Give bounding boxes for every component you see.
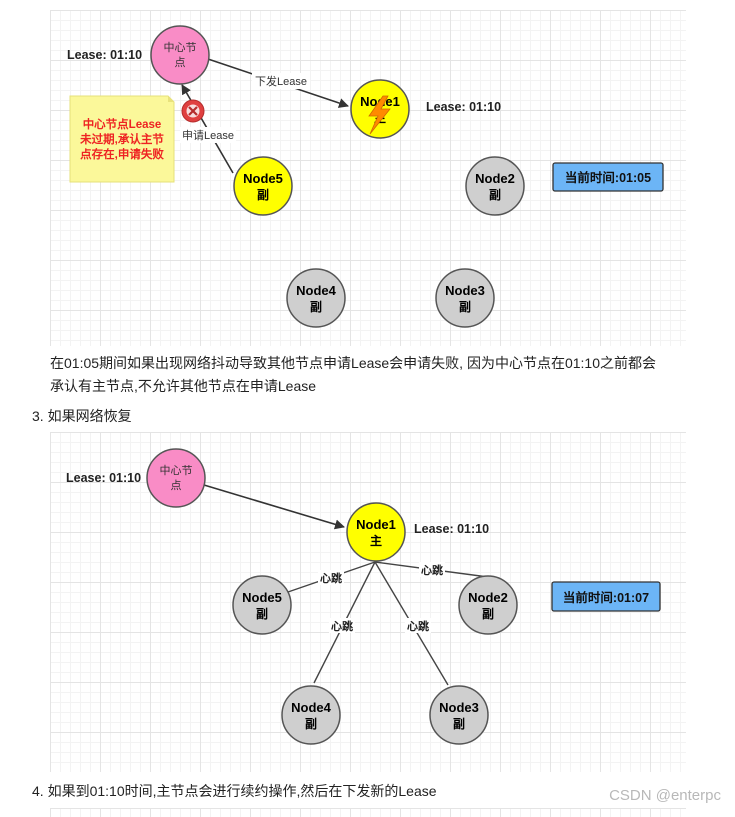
center-node-2: 中心节 点 bbox=[146, 448, 206, 508]
issue-lease-label: 下发Lease bbox=[255, 74, 307, 88]
node5-2-sub: 副 bbox=[256, 606, 268, 621]
apply-lease-label-bg bbox=[180, 127, 236, 143]
heartbeat-label-node4: 心跳 bbox=[331, 619, 353, 633]
diagram-1-canvas: 下发Lease 申请Lease 中心节点Lease 未过期,承认主节 点存在,申… bbox=[50, 10, 686, 346]
diagram-2-svg: 心跳 心跳 心跳 心跳 中心节 点 Lease: 01:10 Node1 主 L… bbox=[66, 448, 661, 745]
primary-node-2: Node1 主 bbox=[346, 502, 406, 562]
node5-sub: 副 bbox=[257, 187, 269, 202]
note-line-1: 中心节点Lease bbox=[83, 117, 162, 131]
node3-title: Node3 bbox=[445, 283, 485, 298]
primary-node: Node1 主 bbox=[350, 79, 410, 139]
current-time-label-2: 当前时间:01:07 bbox=[563, 590, 649, 605]
node2: Node2 副 bbox=[465, 156, 525, 216]
node4-2: Node4 副 bbox=[281, 685, 341, 745]
node4-title: Node4 bbox=[296, 283, 337, 298]
explanation-line-1: 在01:05期间如果出现网络抖动导致其他节点申请Lease会申请失败, 因为中心… bbox=[50, 355, 656, 371]
failure-note: 中心节点Lease 未过期,承认主节 点存在,申请失败 bbox=[69, 95, 175, 183]
node4: Node4 副 bbox=[286, 268, 346, 328]
node4-2-title: Node4 bbox=[291, 700, 332, 715]
deny-icon bbox=[181, 99, 205, 123]
center-node-line-2: 点 bbox=[175, 56, 186, 69]
node3-sub: 副 bbox=[459, 299, 471, 314]
node3: Node3 副 bbox=[435, 268, 495, 328]
current-time-box: 当前时间:01:05 bbox=[552, 162, 664, 192]
heartbeat-label-node5: 心跳 bbox=[320, 571, 342, 585]
apply-lease-label: 申请Lease bbox=[182, 129, 234, 142]
diagram-1-svg: 下发Lease 申请Lease 中心节点Lease 未过期,承认主节 点存在,申… bbox=[67, 25, 664, 328]
node5-2: Node5 副 bbox=[232, 575, 292, 635]
primary-lease-label: Lease: 01:10 bbox=[426, 100, 501, 114]
node3-2: Node3 副 bbox=[429, 685, 489, 745]
center-lease-label-2: Lease: 01:10 bbox=[66, 471, 141, 485]
node2-title: Node2 bbox=[475, 171, 515, 186]
diagram-2-canvas: 心跳 心跳 心跳 心跳 中心节 点 Lease: 01:10 Node1 主 L… bbox=[50, 432, 686, 772]
center-node: 中心节 点 bbox=[150, 25, 210, 85]
heartbeat-label-bg-2 bbox=[419, 562, 445, 577]
node2-2-sub: 副 bbox=[482, 606, 494, 621]
current-time-label: 当前时间:01:05 bbox=[565, 170, 651, 185]
node5-2-title: Node5 bbox=[242, 590, 282, 605]
node4-2-sub: 副 bbox=[305, 716, 317, 731]
lightning-icon bbox=[368, 95, 391, 135]
node2-2: Node2 副 bbox=[458, 575, 518, 635]
note-line-2: 未过期,承认主节 bbox=[79, 132, 164, 146]
primary-node-2-sub: 主 bbox=[370, 533, 382, 548]
node2-sub: 副 bbox=[489, 187, 501, 202]
primary-lease-label-2: Lease: 01:10 bbox=[414, 522, 489, 536]
explanation-paragraph: 在01:05期间如果出现网络抖动导致其他节点申请Lease会申请失败, 因为中心… bbox=[50, 352, 700, 398]
center-lease-label: Lease: 01:10 bbox=[67, 48, 142, 62]
diagram-3-canvas-top bbox=[50, 808, 686, 817]
node2-2-title: Node2 bbox=[468, 590, 508, 605]
center-node-2-line-1: 中心节 bbox=[160, 464, 193, 477]
node5: Node5 副 bbox=[233, 156, 293, 216]
explanation-line-2: 承认有主节点,不允许其他节点在申请Lease bbox=[50, 378, 317, 394]
issue-lease-label-bg bbox=[252, 73, 310, 89]
primary-node-2-title: Node1 bbox=[356, 517, 396, 532]
node4-sub: 副 bbox=[310, 299, 322, 314]
issue-lease-edge-2 bbox=[203, 484, 345, 530]
node5-title: Node5 bbox=[243, 171, 283, 186]
step-4-heading: 4. 如果到01:10时间,主节点会进行续约操作,然后在下发新的Lease bbox=[32, 783, 437, 799]
heartbeat-label-node3: 心跳 bbox=[407, 619, 429, 633]
node3-2-title: Node3 bbox=[439, 700, 479, 715]
heartbeat-label-node2: 心跳 bbox=[421, 563, 443, 577]
center-node-2-line-2: 点 bbox=[171, 479, 182, 492]
heartbeat-label-bg-4 bbox=[405, 618, 431, 633]
heartbeat-label-bg-3 bbox=[329, 618, 355, 633]
node3-2-sub: 副 bbox=[453, 716, 465, 731]
current-time-box-2: 当前时间:01:07 bbox=[551, 581, 661, 612]
center-node-line-1: 中心节 bbox=[164, 41, 197, 54]
csdn-watermark: CSDN @enterpc bbox=[609, 787, 721, 804]
step-3-heading: 3. 如果网络恢复 bbox=[32, 408, 132, 424]
note-line-3: 点存在,申请失败 bbox=[80, 147, 164, 161]
heartbeat-label-bg-1 bbox=[318, 570, 344, 585]
